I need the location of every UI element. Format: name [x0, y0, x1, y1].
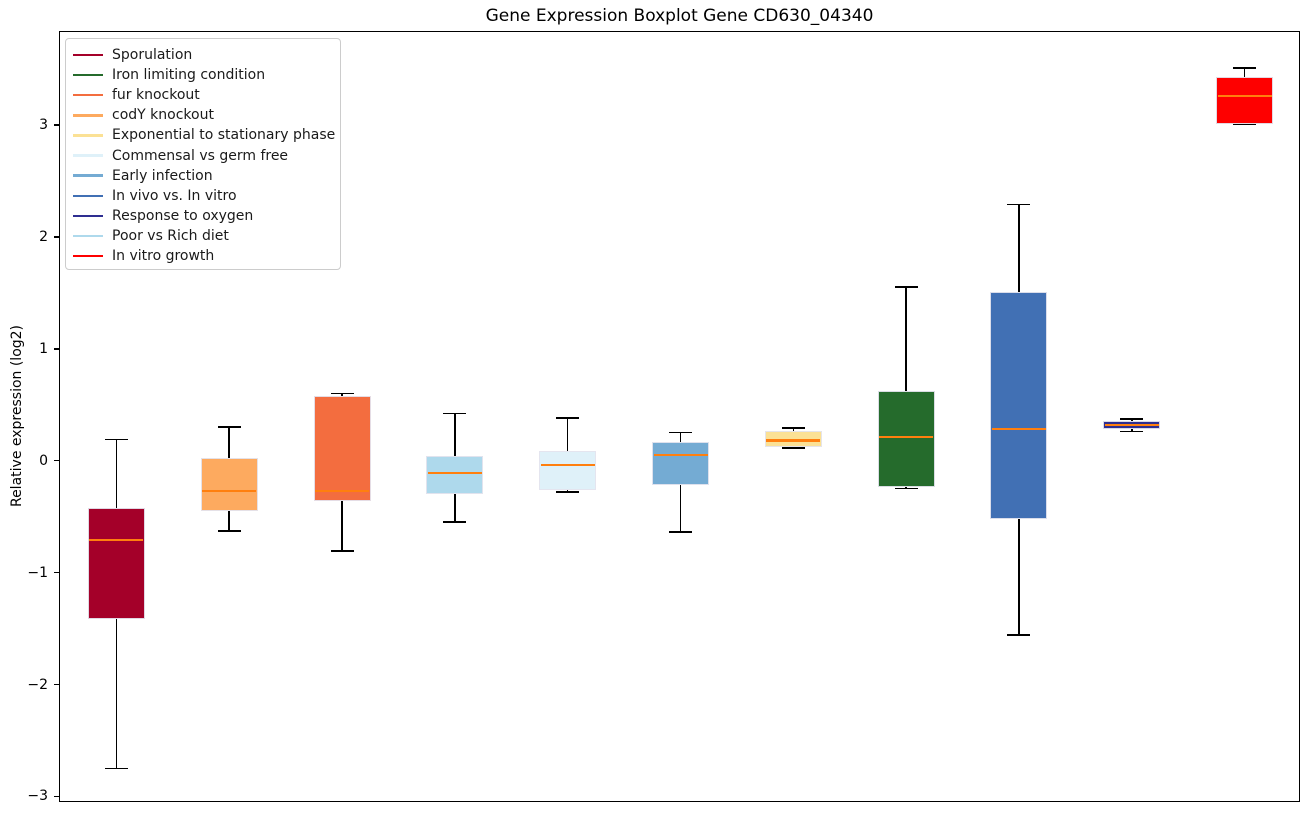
y-tick-label: −2: [27, 676, 48, 693]
whisker-cap-top: [104, 438, 128, 441]
whisker-cap-bottom: [669, 531, 692, 533]
legend-item-label: Commensal vs germ free: [112, 147, 289, 164]
boxplot-box: [200, 458, 258, 511]
y-tick-mark: [54, 348, 59, 350]
median-line: [991, 428, 1046, 431]
y-tick-mark: [54, 571, 59, 574]
whisker-cap-bottom: [781, 447, 805, 450]
legend-item: fur knockout: [73, 85, 332, 105]
boxplot-box: [87, 507, 145, 620]
median-line: [879, 435, 934, 439]
whisker-cap-bottom: [556, 491, 580, 493]
legend-item: Response to oxygen: [73, 206, 332, 226]
whisker-cap-bottom: [1007, 634, 1031, 636]
legend-item-label: Response to oxygen: [112, 207, 254, 224]
y-tick-mark: [54, 236, 59, 238]
y-tick-mark: [54, 459, 59, 462]
y-tick-label: 3: [39, 116, 48, 133]
whisker-cap-top: [330, 392, 354, 395]
whisker-cap-top: [1007, 203, 1031, 206]
y-tick-mark: [54, 124, 59, 126]
median-line: [427, 471, 482, 474]
y-tick-label: −3: [27, 788, 48, 805]
boxplot-box: [652, 441, 709, 486]
legend-item: Sporulation: [73, 45, 332, 65]
y-tick-mark: [54, 683, 59, 686]
y-tick-label: 1: [39, 340, 48, 357]
whisker-cap-bottom: [217, 530, 241, 532]
legend-item: Exponential to stationary phase: [73, 125, 336, 145]
legend-color-swatch: [73, 214, 103, 217]
whisker-line: [905, 287, 907, 489]
boxplot-box: [1216, 76, 1274, 124]
y-tick-label: 0: [39, 452, 48, 469]
legend-color-swatch: [73, 254, 103, 258]
y-tick-label: −1: [27, 564, 48, 581]
whisker-cap-top: [1233, 67, 1257, 69]
legend-item: Poor vs Rich diet: [73, 226, 332, 246]
whisker-cap-top: [894, 286, 918, 288]
median-line: [315, 489, 370, 492]
median-line: [1104, 423, 1159, 426]
legend-item-label: fur knockout: [112, 87, 200, 104]
whisker-cap-bottom: [894, 487, 918, 490]
median-line: [202, 489, 257, 492]
legend-color-swatch: [73, 134, 103, 137]
y-tick-mark: [54, 795, 59, 798]
legend-color-swatch: [73, 53, 103, 57]
boxplot-box: [990, 291, 1048, 519]
legend-item-label: Early infection: [112, 167, 213, 184]
legend-item: Early infection: [73, 166, 332, 186]
median-line: [1217, 94, 1272, 97]
whisker-cap-bottom: [104, 767, 128, 770]
boxplot-box: [877, 391, 935, 488]
legend-color-swatch: [73, 174, 103, 177]
legend-item-label: In vitro growth: [112, 247, 215, 264]
whisker-cap-bottom: [330, 550, 354, 553]
legend-color-swatch: [73, 234, 103, 238]
whisker-cap-bottom: [443, 521, 467, 523]
median-line: [89, 538, 144, 542]
legend-item-label: Iron limiting condition: [112, 67, 266, 84]
chart-title: Gene Expression Boxplot Gene CD630_04340: [485, 6, 874, 26]
legend-item: In vivo vs. In vitro: [73, 186, 332, 206]
legend-item-label: Poor vs Rich diet: [112, 227, 229, 244]
legend-color-swatch: [73, 154, 103, 157]
whisker-cap-top: [556, 417, 580, 419]
whisker-cap-bottom: [1120, 430, 1144, 433]
whisker-cap-bottom: [1233, 122, 1257, 125]
whisker-cap-top: [669, 431, 692, 434]
whisker-cap-top: [217, 426, 241, 428]
boxplot-box: [426, 456, 484, 495]
whisker-cap-top: [1120, 418, 1144, 420]
whisker-cap-top: [781, 427, 805, 429]
median-line: [766, 439, 821, 442]
legend-color-swatch: [73, 114, 103, 117]
legend-color-swatch: [73, 194, 103, 197]
whisker-cap-top: [443, 412, 467, 415]
legend-item-label: Sporulation: [112, 47, 193, 64]
legend-item: In vitro growth: [73, 246, 332, 266]
legend-item: codY knockout: [73, 105, 332, 125]
median-line: [653, 453, 708, 457]
legend-item-label: Exponential to stationary phase: [112, 127, 336, 144]
legend-item-label: In vivo vs. In vitro: [112, 187, 237, 204]
legend-item-label: codY knockout: [112, 107, 214, 124]
legend-item: Commensal vs germ free: [73, 145, 332, 165]
median-line: [540, 463, 595, 467]
legend-color-swatch: [73, 94, 103, 97]
boxplot-box: [539, 450, 597, 490]
legend-item: Iron limiting condition: [73, 65, 332, 85]
boxplot-box: [764, 431, 822, 448]
legend-color-swatch: [73, 73, 103, 77]
boxplot-box: [313, 395, 371, 501]
y-tick-label: 2: [39, 228, 48, 245]
